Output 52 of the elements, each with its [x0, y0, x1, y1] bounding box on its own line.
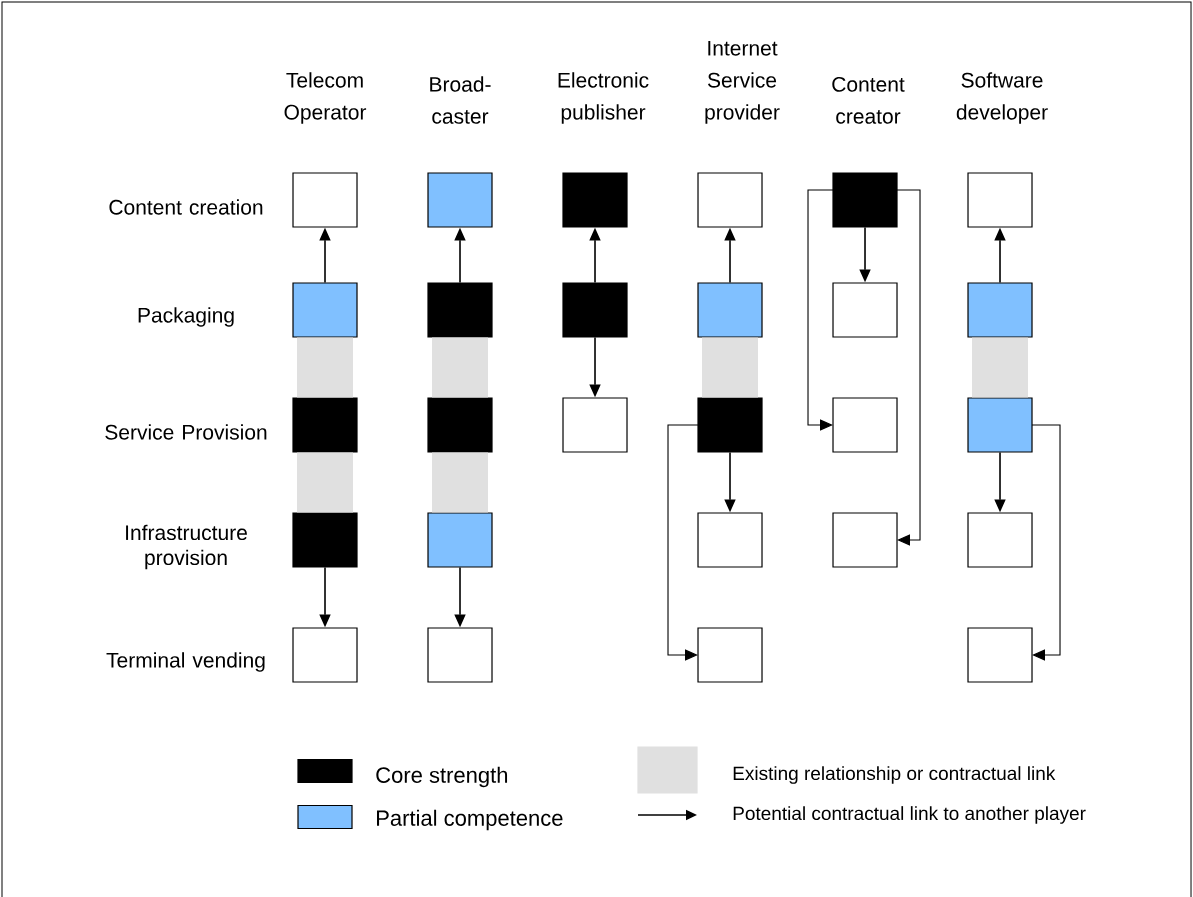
- legend-label: Potential contractual link to another player: [733, 806, 1086, 824]
- competence-box: [697, 512, 763, 568]
- competence-box: [292, 627, 358, 683]
- competence-box: [292, 397, 358, 453]
- competence-box: [697, 627, 763, 683]
- relationship-band: [297, 452, 353, 513]
- competence-box: [967, 512, 1033, 568]
- relationship-band: [972, 337, 1028, 398]
- row-label: Packaging: [138, 307, 234, 327]
- competence-box: [427, 512, 493, 568]
- column-heading: Software developer: [956, 72, 1048, 124]
- relationship-band: [297, 337, 353, 398]
- relationship-band: [432, 452, 488, 513]
- column-heading: Internet Service provider: [705, 41, 780, 124]
- competence-box: [832, 512, 898, 568]
- competence-box: [967, 282, 1033, 338]
- competence-box: [427, 172, 493, 228]
- legend-label: Existing relationship or contractual link: [733, 766, 1056, 784]
- row-label: Infrastructure provision: [126, 524, 247, 570]
- competence-box: [292, 172, 358, 228]
- competence-box: [832, 282, 898, 338]
- arrow: [667, 424, 699, 661]
- competence-box: [427, 397, 493, 453]
- arrow: [807, 189, 834, 431]
- legend-label: Partial competence: [377, 809, 563, 831]
- arrow: [896, 189, 921, 546]
- competence-box: [697, 397, 763, 453]
- competence-box: [832, 172, 898, 228]
- competence-box: [292, 512, 358, 568]
- competence-box: [562, 282, 628, 338]
- competence-box: [292, 282, 358, 338]
- competence-box: [697, 282, 763, 338]
- competence-box: [562, 397, 628, 453]
- row-label: Content creation: [109, 199, 263, 215]
- legend-label: Core strength: [376, 766, 508, 788]
- competence-box: [967, 172, 1033, 228]
- column-heading: Broad- caster: [430, 76, 491, 124]
- column-heading: Content creator: [832, 76, 905, 124]
- row-label: Service Provision: [105, 424, 267, 440]
- row-label: Terminal vending: [106, 652, 265, 672]
- column-heading: Telecom Operator: [284, 72, 367, 124]
- column-heading: Electronic publisher: [558, 72, 649, 124]
- competence-box: [427, 282, 493, 338]
- arrow: [1031, 424, 1061, 661]
- competence-box: [697, 172, 763, 228]
- competence-box: [967, 627, 1033, 683]
- relationship-band: [702, 337, 758, 398]
- competence-box: [832, 397, 898, 453]
- relationship-band: [432, 337, 488, 398]
- competence-box: [562, 172, 628, 228]
- competence-box: [427, 627, 493, 683]
- competence-box: [967, 397, 1033, 453]
